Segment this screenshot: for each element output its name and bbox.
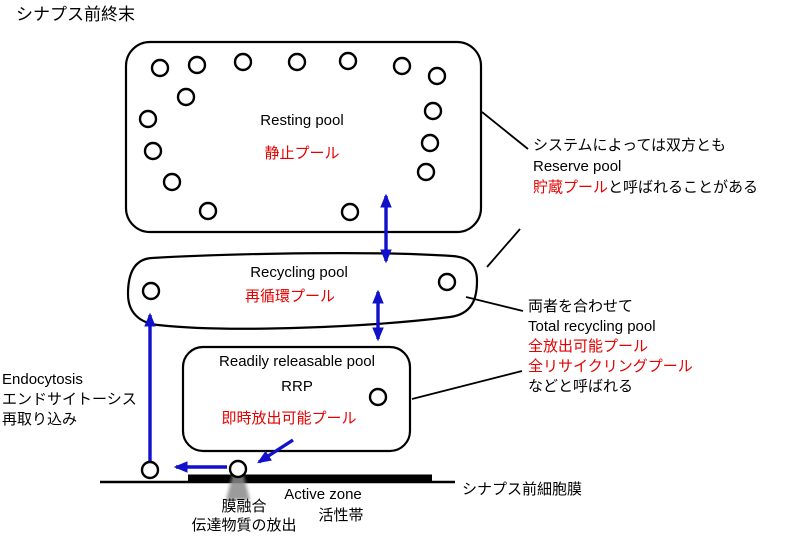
recycling-pool-label-en: Recycling pool	[250, 264, 348, 281]
vesicle-icon	[150, 58, 170, 78]
endocytosed-vesicle-icon	[140, 460, 160, 480]
vesicle-icon	[176, 87, 196, 107]
arrow-docking	[257, 438, 294, 464]
endocytosis-label-ja2: 再取り込み	[2, 411, 78, 428]
vesicle-icon	[420, 133, 440, 153]
active-zone-label-ja: 活性帯	[318, 507, 364, 524]
annotation-line-rrp-total	[411, 370, 523, 400]
vesicle-icon	[143, 141, 163, 161]
endocytosis-label-ja: エンドサイトーシス	[2, 391, 137, 408]
vesicle-icon	[423, 101, 443, 121]
total-annotation-line3: 全放出可能プール	[528, 338, 649, 355]
rrp-abbr: RRP	[281, 378, 313, 395]
vesicle-icon	[141, 281, 161, 301]
vesicle-icon	[198, 201, 218, 221]
endocytosis-label-en: Endocytosis	[2, 371, 83, 388]
vesicle-icon	[287, 52, 307, 72]
vesicle-icon	[427, 66, 447, 86]
vesicle-icon	[162, 172, 182, 192]
total-annotation-line5: などと呼ばれる	[528, 378, 634, 395]
annotation-line-resting	[481, 111, 529, 150]
vesicle-icon	[392, 56, 412, 76]
vesicle-icon	[187, 55, 207, 75]
rrp-label-ja: 即時放出可能プール	[221, 410, 357, 427]
resting-pool-shape	[124, 40, 483, 234]
fusion-label-line2: 伝達物質の放出	[191, 517, 297, 534]
rrp-shape	[181, 345, 412, 453]
reserve-annotation-line2: Reserve pool	[533, 158, 622, 175]
annotation-line-recycling-reserve	[486, 228, 521, 268]
total-annotation-line4: 全リサイクリングプール	[528, 358, 693, 375]
reserve-annotation-line1: システムによっては双方とも	[533, 137, 727, 154]
recycling-pool-label-ja: 再循環プール	[244, 288, 336, 305]
fusion-label-line1: 膜融合	[221, 498, 267, 515]
vesicle-icon	[416, 162, 436, 182]
recycling-vesicles	[141, 272, 457, 301]
fusing-vesicle-icon	[228, 459, 248, 479]
total-annotation-line2: Total recycling pool	[528, 318, 656, 335]
vesicle-icon	[368, 387, 388, 407]
fusion-cone	[226, 473, 250, 500]
vesicle-icon	[138, 109, 158, 129]
recycling-pool-shape	[126, 252, 479, 330]
annotation-line-recycling-total	[465, 296, 524, 312]
total-annotation-line1: 両者を合わせて	[528, 298, 634, 315]
resting-pool-label-ja: 静止プール	[264, 145, 340, 162]
reserve-annotation-line3: 貯蔵プールと呼ばれることがある	[533, 178, 758, 198]
vesicle-icon	[338, 51, 358, 71]
vesicle-icon	[437, 272, 457, 292]
active-zone-bar	[188, 474, 432, 483]
resting-vesicles	[138, 51, 447, 222]
membrane-label: シナプス前細胞膜	[462, 481, 583, 498]
page-title: シナプス前終末	[16, 5, 135, 24]
reserve-annotation-line3-red: 貯蔵プール	[533, 179, 609, 196]
active-zone-label-en: Active zone	[284, 486, 362, 503]
reserve-annotation-line3-rest: と呼ばれることがある	[608, 179, 759, 196]
vesicle-icon	[340, 202, 360, 222]
rrp-label-en: Readily releasable pool	[219, 353, 375, 370]
vesicle-icon	[233, 52, 253, 72]
resting-pool-label-en: Resting pool	[260, 112, 344, 129]
